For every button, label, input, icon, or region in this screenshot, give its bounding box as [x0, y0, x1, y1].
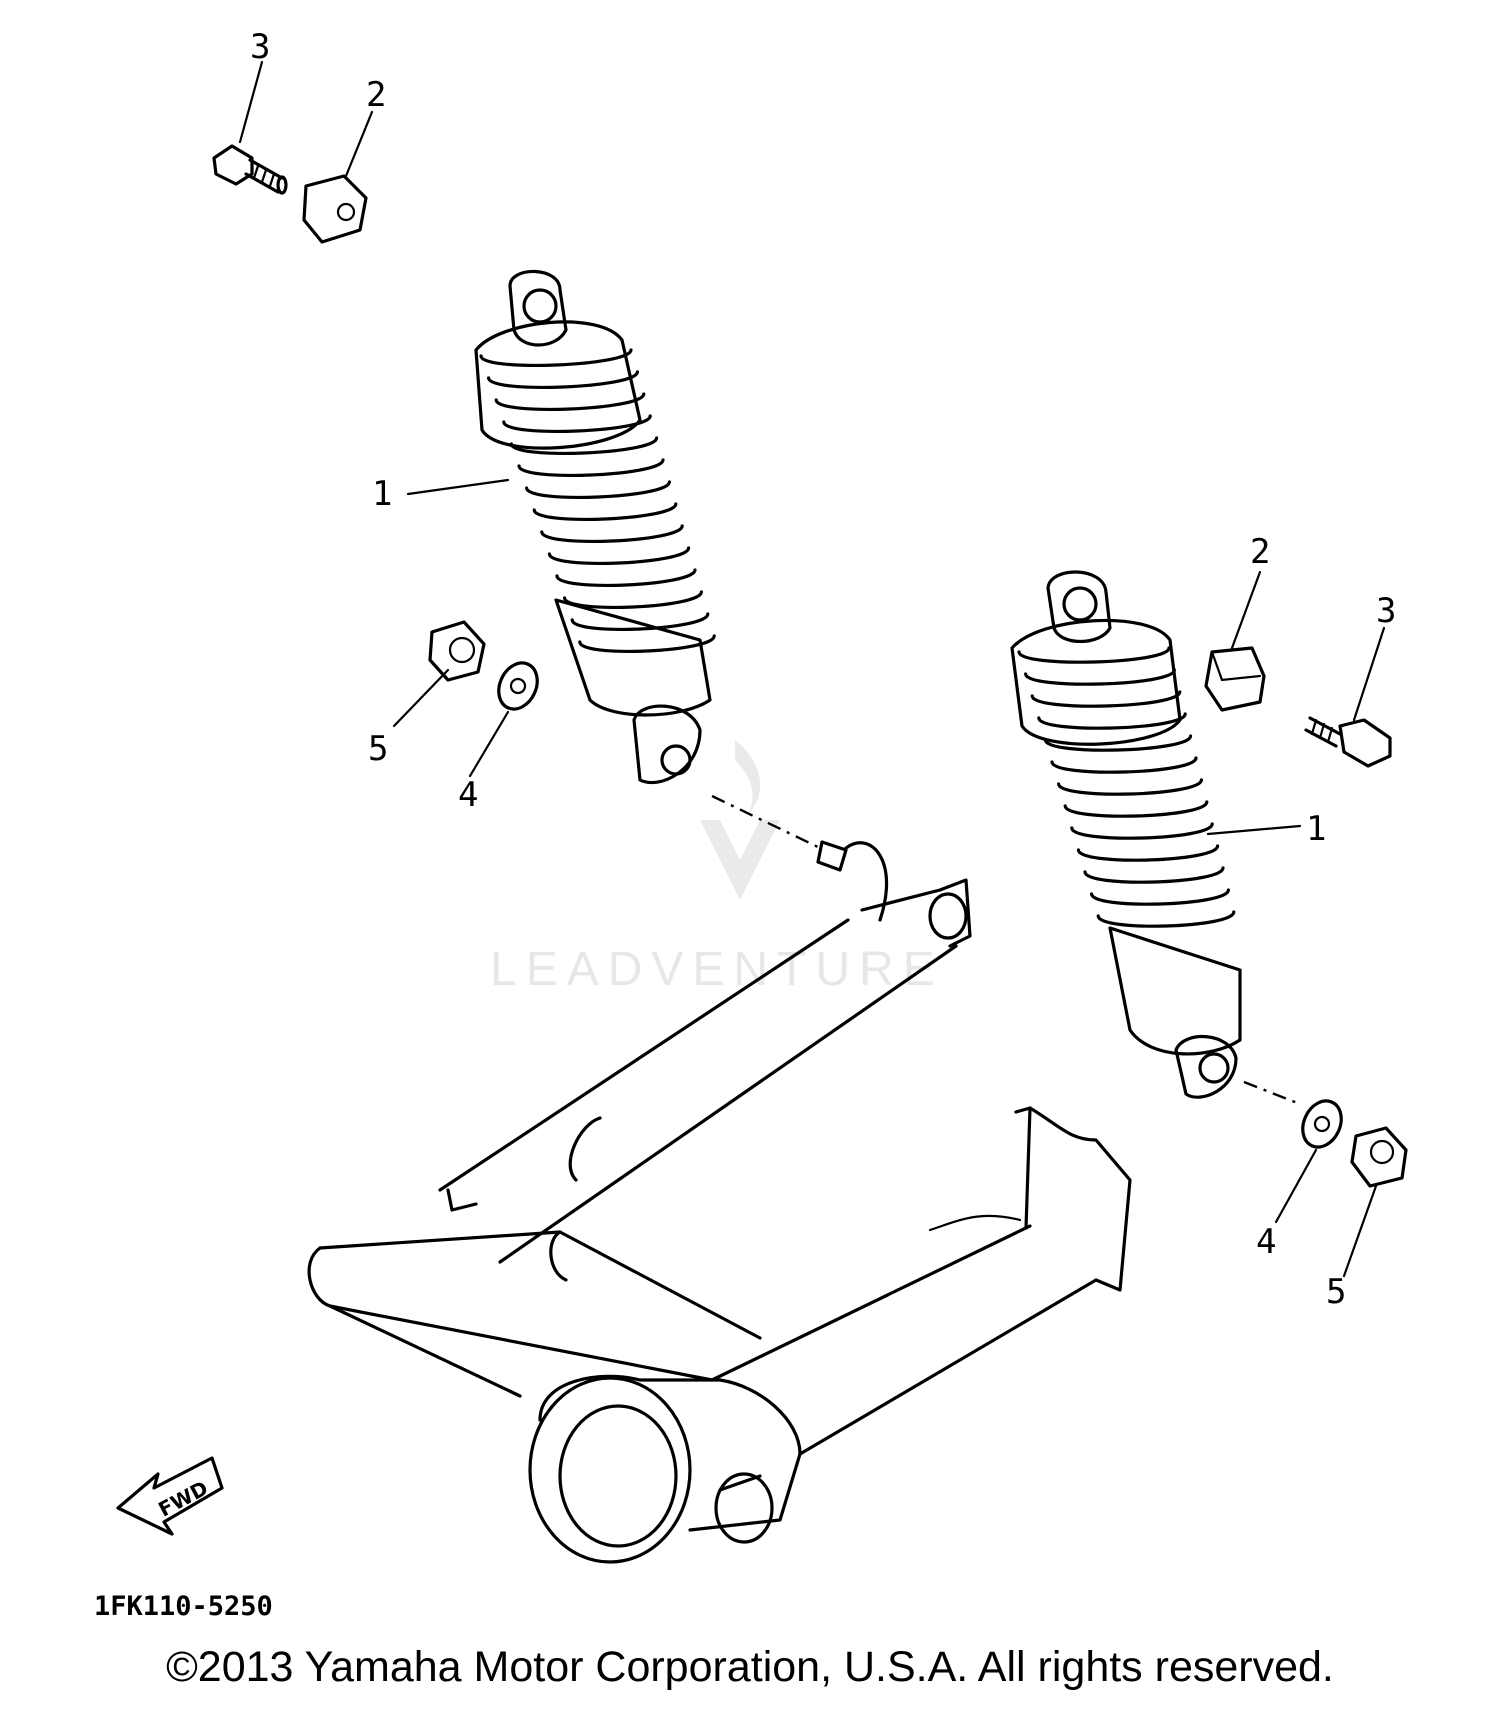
left-collar: [302, 174, 368, 244]
callout-right-shock: 1: [1306, 809, 1326, 849]
left-bolt: [212, 144, 288, 195]
callout-right-bolt: 3: [1376, 591, 1396, 631]
callout-left-bolt: 3: [250, 27, 270, 67]
spring-coil: [563, 590, 703, 609]
spring-coil: [494, 392, 646, 411]
left-washer: [497, 661, 539, 711]
spring-coil: [555, 568, 697, 587]
spring-coil: [1090, 888, 1230, 906]
spring-coil: [1063, 800, 1209, 818]
spring-coil: [517, 458, 665, 477]
spring-coil: [1023, 668, 1176, 686]
right-washer: [1301, 1099, 1343, 1149]
leadventure-watermark-logo: LEADVENTURE: [490, 740, 944, 996]
spring-coil: [1037, 712, 1187, 730]
spring-coil: [540, 524, 684, 543]
spring-coil: [1076, 844, 1220, 862]
spring-coil: [487, 370, 639, 389]
left-shock-absorber: [474, 269, 716, 785]
swing-arm: [307, 840, 1132, 1564]
spring-coil: [1083, 866, 1225, 884]
spring-coil: [479, 348, 633, 367]
part-number: 1FK110-5250: [94, 1591, 273, 1622]
callout-right-nut: 5: [1326, 1272, 1346, 1312]
spring-coil: [547, 546, 691, 565]
spring-coil: [532, 502, 678, 521]
watermark-text: LEADVENTURE: [490, 943, 944, 996]
right-collar: [1204, 646, 1266, 712]
right-bolt: [1304, 716, 1392, 768]
callout-left-collar: 2: [366, 75, 386, 115]
spring-coil: [1050, 756, 1198, 774]
spring-coil: [525, 480, 671, 499]
spring-coil: [1096, 910, 1236, 928]
spring-coil: [1043, 734, 1193, 752]
callout-left-nut: 5: [368, 729, 388, 769]
copyright-notice: ©2013 Yamaha Motor Corporation, U.S.A. A…: [166, 1643, 1334, 1691]
spring-coil: [1030, 690, 1182, 708]
right-shock-absorber: [1010, 570, 1242, 1099]
spring-coil: [509, 436, 659, 455]
callout-left-shock: 1: [372, 474, 392, 514]
callout-right-collar: 2: [1250, 532, 1270, 572]
fwd-arrow-icon: FWD: [116, 1456, 224, 1536]
callout-left-washer: 4: [458, 775, 478, 815]
right-nut: [1350, 1126, 1408, 1188]
spring-coil: [570, 612, 710, 631]
callout-right-washer: 4: [1256, 1222, 1276, 1262]
left-nut: [428, 620, 486, 682]
spring-coil: [1057, 778, 1203, 796]
spring-coil: [1070, 822, 1214, 840]
spring-coil: [502, 414, 652, 433]
spring-coil: [578, 634, 716, 653]
spring-coil: [1017, 646, 1171, 664]
